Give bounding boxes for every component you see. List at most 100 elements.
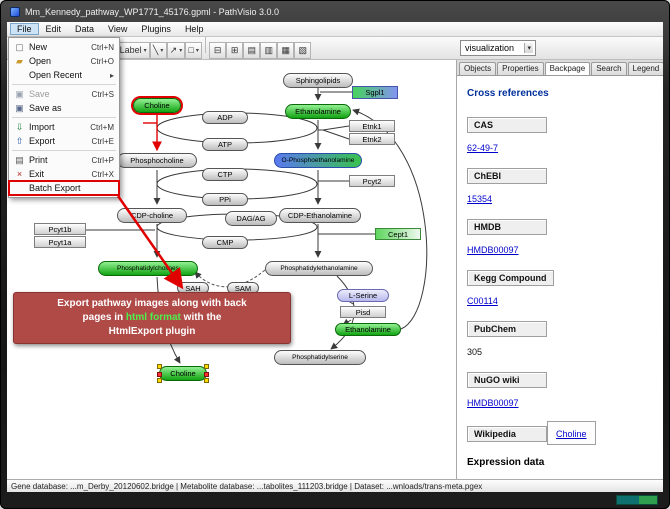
menu-help[interactable]: Help [184,24,204,34]
pathway-node-phosphatidylcholines[interactable]: Phosphatidylcholines [98,261,198,276]
pathway-node-choline[interactable]: Choline [157,364,209,383]
pathway-node-l-serine[interactable]: L-Serine [337,289,389,302]
pathway-node-choline[interactable]: Choline [133,98,181,113]
pathway-node-phosphocholine[interactable]: Phosphocholine [117,153,197,168]
menu-item-label: New [29,42,48,52]
selection-handle[interactable] [204,372,209,377]
align-center-button[interactable]: ▥ [260,42,278,59]
xref-header-hmdb: HMDB [467,219,547,235]
menu-item-label: Print [29,155,48,165]
menu-item-save-as[interactable]: ▣Save as [9,101,119,115]
selection-handle[interactable] [204,378,209,383]
pathway-node-dag-ag[interactable]: DAG/AG [225,211,277,226]
tab-properties[interactable]: Properties [497,62,544,75]
connector-tool-icon: ↗ [169,45,178,55]
xref-header-nugo-wiki: NuGO wiki [467,372,547,388]
save-icon: ▣ [15,88,24,99]
xref-link-62-49-7[interactable]: 62-49-7 [467,143,499,153]
pathway-node-cept1[interactable]: Cept1 [375,228,421,240]
xref-link-hmdb00097[interactable]: HMDB00097 [467,398,519,408]
distribute-button[interactable]: ▦ [277,42,295,59]
align-vertical-icon: ⊞ [230,45,239,55]
xref-value-wrap: Choline [547,421,596,445]
menu-item-shortcut: Ctrl+O [90,56,114,66]
menu-edit[interactable]: Edit [45,24,62,34]
menu-item-batch-export[interactable]: Batch Export [8,180,120,196]
selection-handle[interactable] [157,364,162,369]
xref-value-wrap: 62-49-7 [467,138,663,156]
xref-header-chebi: ChEBI [467,168,547,184]
new-document-icon: ▢ [15,41,24,52]
app-icon [10,6,20,17]
pathway-node-phosphatidylethanolamine[interactable]: Phosphatidylethanolamine [265,261,373,276]
open-folder-icon: ▰ [16,55,23,66]
menu-item-new[interactable]: ▢ New Ctrl+N [9,40,119,54]
stack-button[interactable]: ▧ [294,42,312,59]
pathway-node-sgpl1[interactable]: Sgpl1 [352,86,398,99]
xref-link-hmdb00097[interactable]: HMDB00097 [467,245,519,255]
pathway-node-phosphatidylserine[interactable]: Phosphatidylserine [274,350,366,365]
pathway-node-ctp[interactable]: CTP [202,168,248,181]
pathway-node-etnk2[interactable]: Etnk2 [349,133,395,145]
pathway-node-ethanolamine[interactable]: Ethanolamine [285,104,351,119]
menu-file[interactable]: File [10,23,39,35]
menu-plugins[interactable]: Plugins [141,24,171,34]
save-as-icon: ▣ [15,102,24,113]
line-tool-button[interactable]: ╲▾ [149,42,167,59]
menu-view[interactable]: View [108,24,128,34]
label-tool-icon: Label [119,45,142,55]
shape-tool-button[interactable]: □▾ [185,41,203,59]
xref-link-choline[interactable]: Choline [556,429,587,439]
pathway-node-pisd[interactable]: Pisd [340,306,386,318]
xref-link-c00114[interactable]: C00114 [467,296,498,306]
pathway-node-o-phosphoethanolamine[interactable]: O-Phosphoethanolamine [274,153,362,168]
pathway-node-pcyt1a[interactable]: Pcyt1a [34,236,86,248]
align-horizontal-button[interactable]: ⊟ [209,42,227,59]
tab-search[interactable]: Search [591,62,627,75]
import-icon: ⇩ [15,121,24,132]
tab-legend[interactable]: Legend [627,62,663,75]
pathway-node-pcyt1b[interactable]: Pcyt1b [34,223,86,235]
menu-item-label: Export [29,136,56,146]
annotation-line-1: Export pathway images along with back [57,298,247,309]
menu-item-shortcut: Ctrl+N [91,42,114,52]
align-vertical-button[interactable]: ⊞ [226,42,244,59]
visualization-combobox[interactable]: visualization ▾ [460,40,536,56]
tab-backpage[interactable]: Backpage [544,62,591,75]
pathway-node-adp[interactable]: ADP [202,111,248,124]
pathway-node-ppi[interactable]: PPi [202,193,248,206]
menu-item-open-recent[interactable]: Open Recent▸ [9,68,119,82]
exit-icon: × [16,169,23,179]
menu-item-label: Save [29,89,50,99]
pathway-node-atp[interactable]: ATP [202,138,248,151]
pathway-node-cmp[interactable]: CMP [202,236,248,249]
selection-handle[interactable] [204,364,209,369]
menu-item-label: Open Recent [29,70,83,80]
titlebar[interactable]: Mm_Kennedy_pathway_WP1771_45176.gpml - P… [10,4,279,19]
label-tool-button[interactable]: Label▾ [116,41,150,59]
xref-link-15354[interactable]: 15354 [467,194,493,204]
chevron-down-icon: ▾ [179,48,183,54]
selection-handle[interactable] [157,372,162,377]
xref-value-wrap: HMDB00097 [467,240,663,258]
pathway-node-sphingolipids[interactable]: Sphingolipids [283,73,353,88]
pathway-node-cdp-ethanolamine[interactable]: CDP-Ethanolamine [279,208,361,223]
align-left-button[interactable]: ▤ [243,42,261,59]
selection-handle[interactable] [157,378,162,383]
pathway-node-pcyt2[interactable]: Pcyt2 [349,175,395,187]
pathway-node-ethanolamine[interactable]: Ethanolamine [335,323,401,336]
pathway-node-cdp-choline[interactable]: CDP-choline [117,208,187,223]
menu-data[interactable]: Data [75,24,95,34]
connector-tool-button[interactable]: ↗▾ [166,42,186,59]
tab-objects[interactable]: Objects [459,62,497,75]
pathway-node-etnk1[interactable]: Etnk1 [349,120,395,132]
